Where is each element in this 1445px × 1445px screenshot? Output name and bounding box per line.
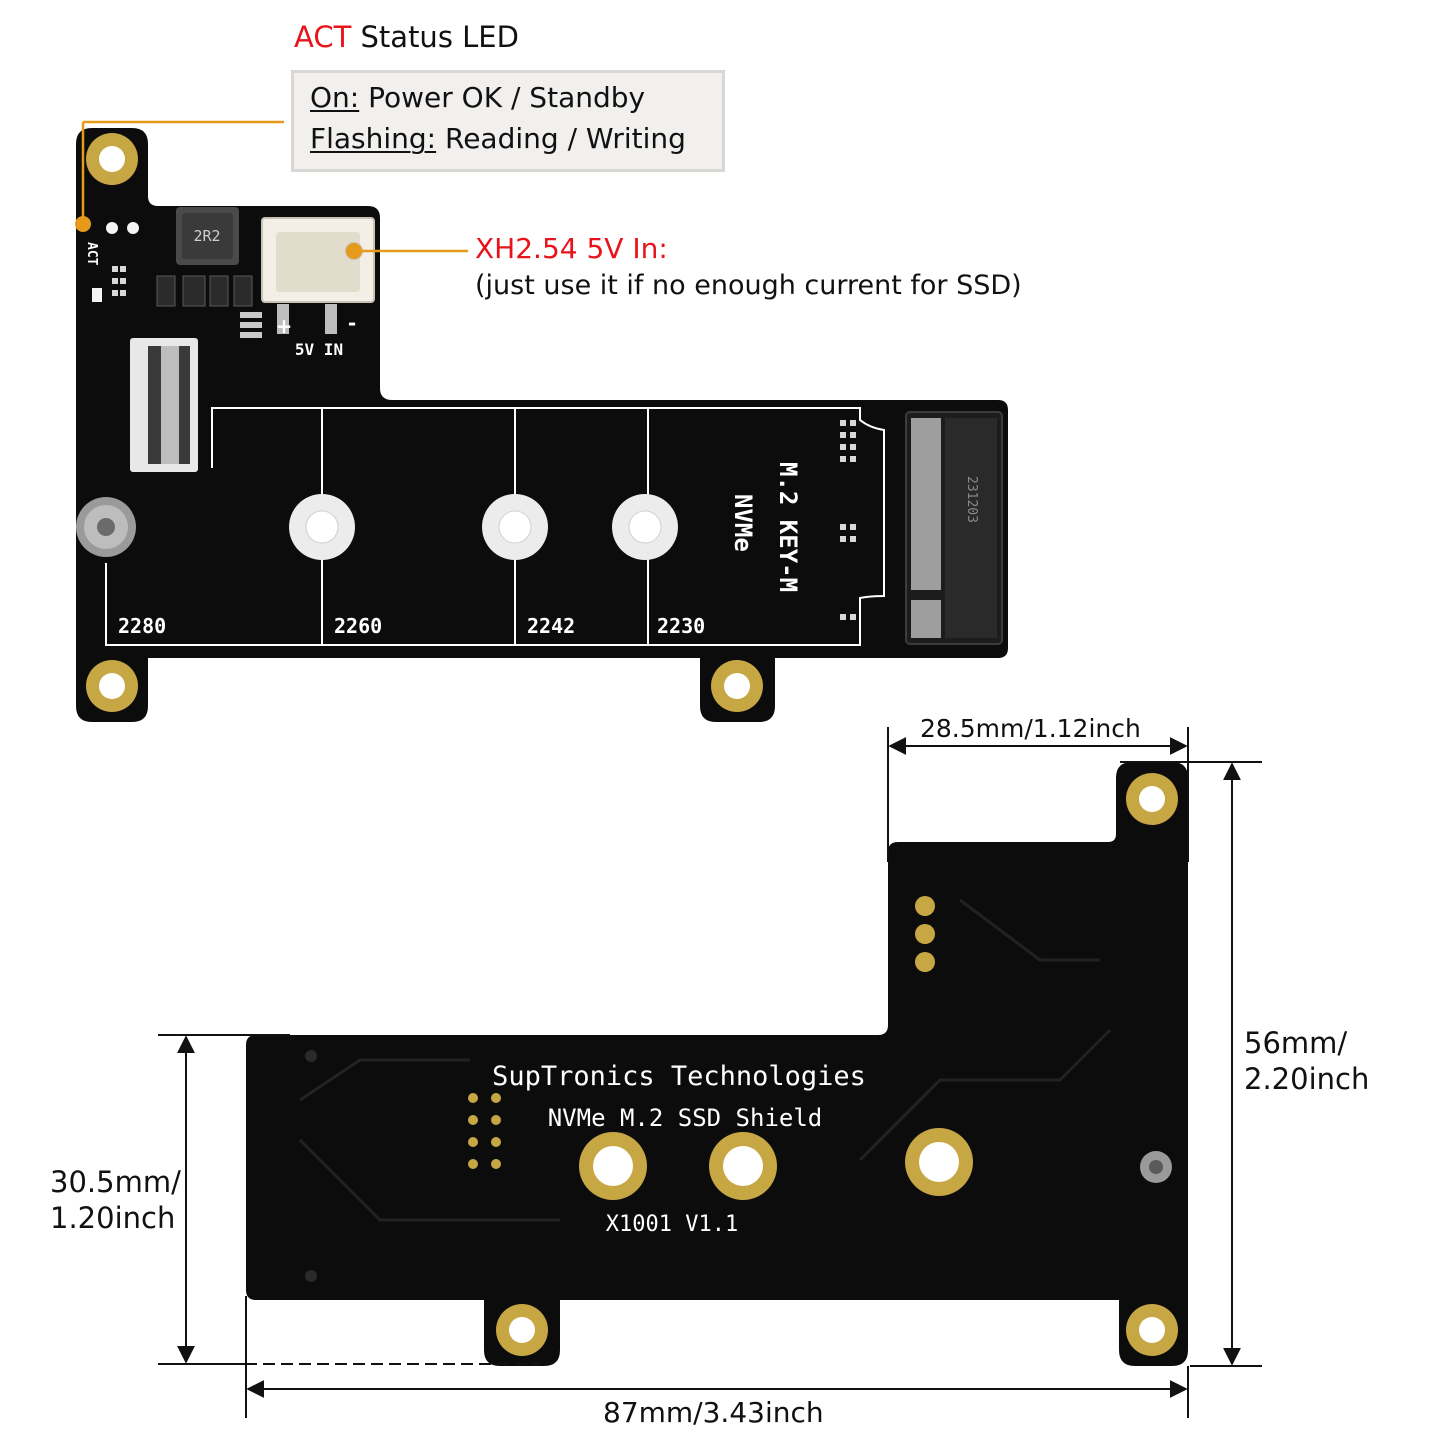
back-screw-hole-1 [579, 1132, 647, 1200]
dim-top-width-label: 28.5mm/1.12inch [920, 714, 1141, 743]
m2-connector-code: 231203 [964, 476, 979, 523]
act-state-on: On: Power OK / Standby [310, 81, 645, 114]
power-in-silk: 5V IN [295, 340, 343, 359]
act-status-label: ACT Status LED [294, 20, 519, 54]
back-mount-hole-bottom-right [1126, 1304, 1178, 1356]
board-front: ACT 2R2 + - [76, 128, 1008, 722]
back-version: X1001 V1.1 [606, 1212, 738, 1237]
act-state-flashing-desc: Reading / Writing [436, 122, 686, 155]
back-pcb-outline [246, 762, 1188, 1366]
xh254-connector [261, 217, 375, 334]
power-minus: - [348, 311, 356, 335]
act-state-flashing-term: Flashing: [310, 122, 437, 155]
inductor: 2R2 [176, 207, 239, 265]
act-state-on-desc: Power OK / Standby [359, 81, 646, 114]
fpc-connector [130, 338, 198, 472]
act-label-prefix: ACT [294, 20, 352, 54]
power-input-title: XH2.54 5V In: [475, 232, 668, 265]
m2-connector [905, 411, 1003, 645]
mount-hole-bottom-left [86, 660, 138, 712]
dimension-lines [158, 727, 1262, 1418]
dim-total-width-label: 87mm/3.43inch [603, 1396, 824, 1429]
mount-hole-bottom-right [711, 660, 763, 712]
brass-standoff [76, 497, 136, 557]
dim-height-label-1: 56mm/ [1244, 1026, 1348, 1060]
act-state-box: On: Power OK / Standby Flashing: Reading… [291, 70, 725, 172]
act-callout-dot [75, 216, 91, 232]
size-2260: 2260 [334, 614, 382, 638]
act-label-suffix: Status LED [351, 20, 519, 54]
m2-key-title: M.2 KEY-M [774, 462, 802, 592]
inductor-code: 2R2 [193, 227, 220, 245]
back-screw-hole-2 [709, 1132, 777, 1200]
back-company: SupTronics Technologies [492, 1061, 866, 1092]
act-callout-leader [81, 120, 284, 220]
back-product: NVMe M.2 SSD Shield [548, 1104, 823, 1132]
size-2242: 2242 [527, 614, 575, 638]
silk-act: ACT [84, 242, 99, 266]
back-mount-hole-top-right [1126, 773, 1178, 825]
power-input-note: (just use it if no enough current for SS… [475, 270, 1022, 301]
m2-nvme: NVMe [729, 494, 757, 552]
back-standoff [1140, 1151, 1172, 1183]
dim-lower-height-label-2: 1.20inch [50, 1201, 176, 1235]
screw-hole-2260 [289, 494, 355, 560]
dim-lower-height-label-1: 30.5mm/ [50, 1165, 181, 1199]
dim-height-label-2: 2.20inch [1244, 1062, 1370, 1096]
power-callout-dot [346, 243, 362, 259]
power-plus: + [276, 314, 293, 338]
screw-hole-2230 [612, 494, 678, 560]
size-2280: 2280 [118, 614, 166, 638]
act-state-flashing: Flashing: Reading / Writing [310, 122, 686, 155]
board-back: SupTronics Technologies NVMe M.2 SSD Shi… [246, 762, 1188, 1366]
mount-hole-top-left [86, 133, 138, 185]
screw-hole-2242 [482, 494, 548, 560]
back-mount-hole-bottom-middle [496, 1304, 548, 1356]
back-screw-hole-3 [905, 1128, 973, 1196]
act-state-on-term: On: [310, 81, 360, 114]
size-2230: 2230 [657, 614, 705, 638]
